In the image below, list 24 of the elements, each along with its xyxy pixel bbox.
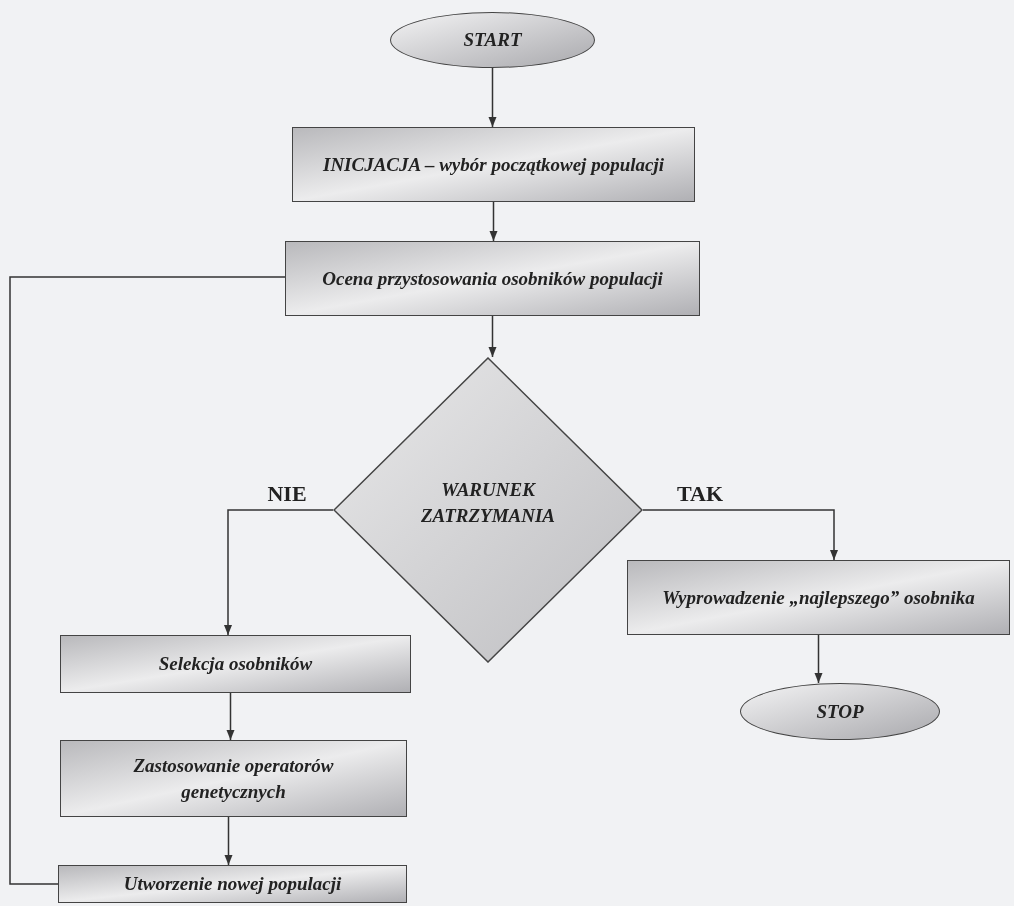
arrow <box>488 315 497 358</box>
arrow <box>489 201 498 242</box>
arrow <box>814 634 823 684</box>
node-text: Selekcja osobników <box>158 652 313 677</box>
node-text: Zastosowanie operatorów genetycznych <box>132 753 335 804</box>
connector-line <box>9 276 286 885</box>
process-box <box>285 241 700 316</box>
arrow <box>223 509 334 636</box>
process-box <box>58 865 407 903</box>
node-text: STOP <box>816 699 864 724</box>
node-text: Wyprowadzenie „najlepszego” osobnika <box>662 585 975 610</box>
arrow <box>226 692 235 741</box>
node-text: INICJACJA – wybór początkowej populacji <box>323 152 664 177</box>
node-text: START <box>463 28 522 53</box>
arrow <box>488 67 497 128</box>
arrow <box>224 816 233 866</box>
process-box <box>60 740 407 817</box>
arrow <box>642 509 839 561</box>
node-text: Utworzenie nowej populacji <box>123 872 342 897</box>
process-box <box>292 127 695 202</box>
process-box <box>627 560 1010 635</box>
process-box <box>60 635 411 693</box>
node-text: Ocena przystosowania osobników populacji <box>322 266 663 291</box>
node-text: WARUNEK ZATRZYMANIA <box>419 478 557 528</box>
